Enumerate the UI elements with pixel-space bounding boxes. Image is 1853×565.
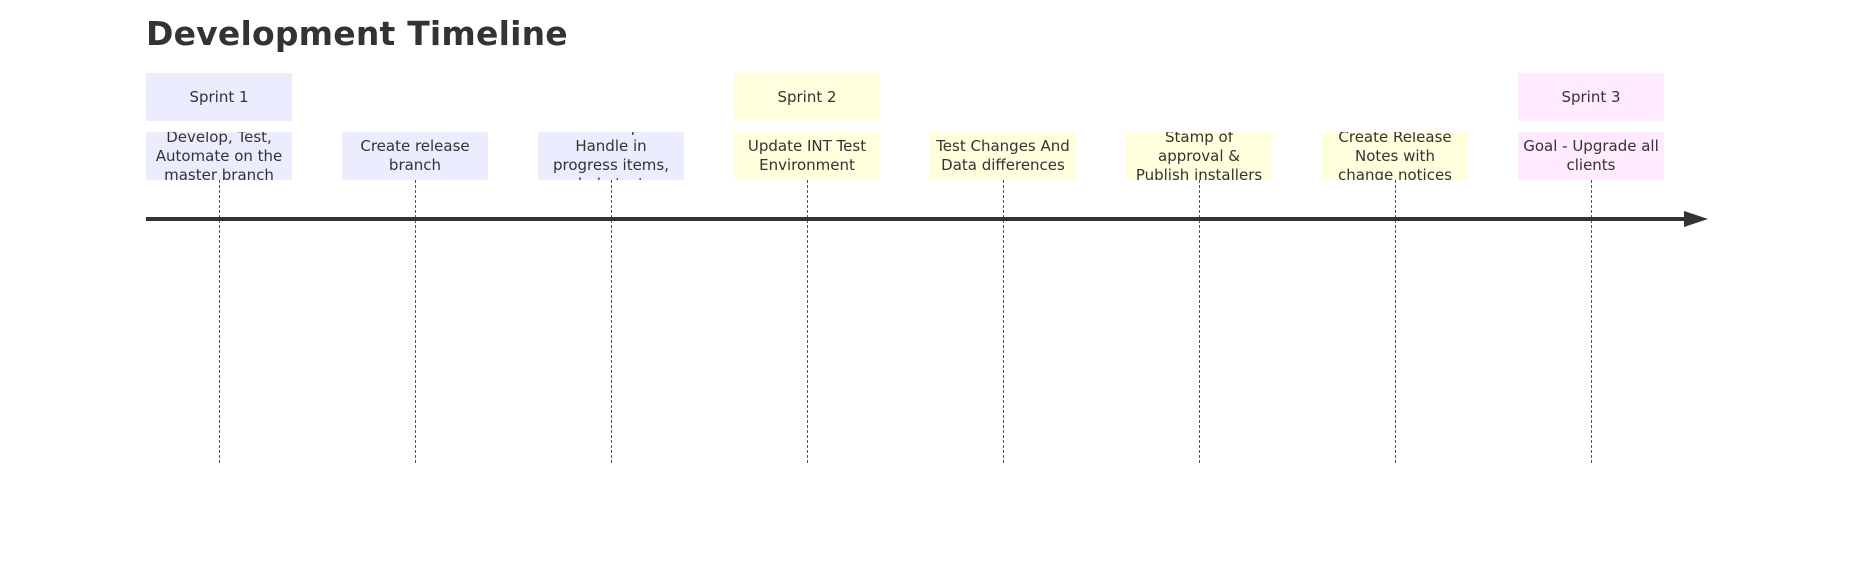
task-label: Start new sprint - Handle in progress it… (546, 132, 676, 180)
task-label: Stamp of approval & Publish installers (1135, 132, 1263, 180)
task-box: Goal - Upgrade all clients (1518, 132, 1664, 180)
task-connector-line (219, 180, 220, 463)
task-label: Update INT Test Environment (747, 137, 867, 174)
task-box: Develop, Test, Automate on the master br… (146, 132, 292, 180)
task-box: Create release branch (342, 132, 488, 180)
task-connector-line (415, 180, 416, 463)
task-label: Test Changes And Data differences (936, 137, 1070, 174)
task-label: Goal - Upgrade all clients (1523, 137, 1659, 174)
task-connector-line (807, 180, 808, 463)
task-box: Test Changes And Data differences (930, 132, 1076, 180)
task-label: Create release branch (360, 137, 470, 174)
task-box: Create Release Notes with change notices (1322, 132, 1468, 180)
diagram-title: Development Timeline (146, 14, 568, 53)
task-label: Create Release Notes with change notices (1338, 132, 1452, 180)
task-box: Stamp of approval & Publish installers (1126, 132, 1272, 180)
task-connector-line (611, 180, 612, 463)
section-header-sprint-2: Sprint 2 (734, 73, 880, 121)
section-header-sprint-1: Sprint 1 (146, 73, 292, 121)
timeline-axis (146, 217, 1684, 221)
task-box: Update INT Test Environment (734, 132, 880, 180)
task-connector-line (1003, 180, 1004, 463)
task-label: Develop, Test, Automate on the master br… (155, 132, 283, 180)
task-connector-line (1199, 180, 1200, 463)
task-box: Start new sprint - Handle in progress it… (538, 132, 684, 180)
section-header-sprint-3: Sprint 3 (1518, 73, 1664, 121)
task-connector-line (1591, 180, 1592, 463)
timeline-arrow-head (1684, 211, 1708, 227)
task-connector-line (1395, 180, 1396, 463)
